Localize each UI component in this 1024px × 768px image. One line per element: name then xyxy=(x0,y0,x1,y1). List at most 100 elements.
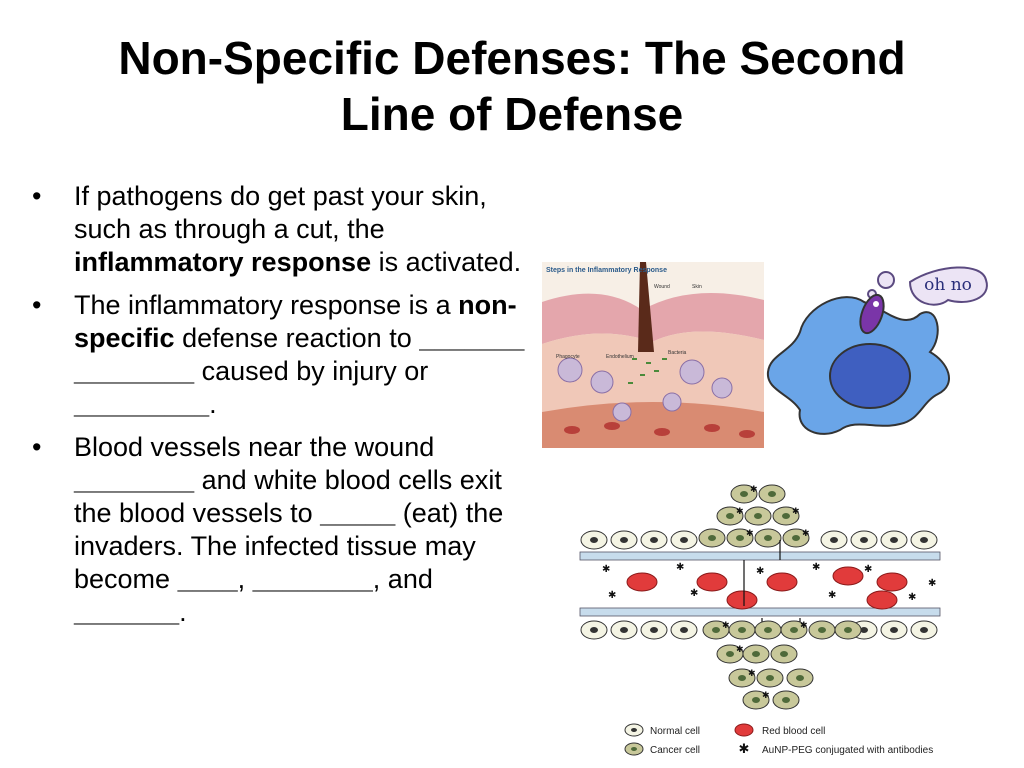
red-blood-cell xyxy=(696,572,728,592)
cell-nucleus xyxy=(890,537,898,543)
bullet-text: (eat) the invaders. The infected tissue … xyxy=(74,498,504,594)
vessel-cell-diagram: ✱✱✱✱✱✱✱✱✱✱✱✱✱✱✱✱✱✱✱✱ Normal cell Red blo… xyxy=(579,484,941,756)
bullet-emphasis: _____ xyxy=(320,498,396,528)
legend-marker-red-cell xyxy=(734,723,754,737)
cell-nucleus xyxy=(780,651,788,657)
title-line-2: Line of Defense xyxy=(340,88,684,140)
red-blood-cell xyxy=(766,572,798,592)
bullet-emphasis: ____ xyxy=(177,564,238,594)
bullet-dot: • xyxy=(32,181,42,211)
skin-layer xyxy=(542,292,764,344)
bullet-emphasis: ________ xyxy=(74,465,195,495)
red-blood-cell xyxy=(876,572,908,592)
cell-nucleus xyxy=(740,491,748,497)
cell-nucleus xyxy=(726,651,734,657)
cell-nucleus xyxy=(920,537,928,543)
legend-red-cell: Red blood cell xyxy=(762,726,825,737)
bullet-list: • If pathogens do get past your skin, suc… xyxy=(30,180,540,639)
nanoparticle: ✱ xyxy=(928,578,936,589)
cell-nucleus xyxy=(792,535,800,541)
red-blood-cell xyxy=(866,590,898,610)
bullet-text: , xyxy=(237,564,253,594)
bullet-text: and white blood cells exit the blood ves… xyxy=(74,465,502,528)
legend-nanoparticle: AuNP-PEG conjugated with antibodies xyxy=(762,745,933,756)
bullet-emphasis: _______ xyxy=(74,597,180,627)
blood-vessel-layer xyxy=(542,402,764,448)
legend-marker-normal-nucleus xyxy=(631,728,637,732)
nanoparticle: ✱ xyxy=(736,644,744,654)
nanoparticle: ✱ xyxy=(828,590,836,601)
cell-nucleus xyxy=(830,537,838,543)
phagocyte-nucleus xyxy=(829,343,911,409)
bullet-text: caused by injury or xyxy=(194,356,429,386)
nanoparticle: ✱ xyxy=(908,592,916,603)
cell-nucleus xyxy=(590,627,598,633)
bullet-item: • The inflammatory response is a non-spec… xyxy=(30,289,540,421)
cell-nucleus xyxy=(796,675,804,681)
cell-nucleus xyxy=(752,697,760,703)
cell-nucleus xyxy=(754,513,762,519)
bullet-text: If pathogens do get past your skin, such… xyxy=(74,181,487,244)
cell-nucleus xyxy=(766,675,774,681)
cell-nucleus xyxy=(590,537,598,543)
nanoparticle: ✱ xyxy=(802,528,810,538)
cell-nucleus xyxy=(712,627,720,633)
red-blood-cell xyxy=(726,590,758,610)
cell-nucleus xyxy=(650,627,658,633)
inflammation-cells xyxy=(557,357,733,422)
label-endothelium: Endothelium xyxy=(606,354,634,360)
nanoparticle: ✱ xyxy=(864,564,872,575)
bullet-text: defense reaction to xyxy=(174,323,420,353)
cell-nucleus xyxy=(650,537,658,543)
bullet-text: The inflammatory response is a xyxy=(74,290,459,320)
cell-nucleus xyxy=(768,491,776,497)
cell-nucleus xyxy=(752,651,760,657)
nanoparticle: ✱ xyxy=(736,506,744,516)
cell-nucleus xyxy=(708,535,716,541)
splinter xyxy=(638,262,654,352)
nanoparticle: ✱ xyxy=(608,590,616,601)
cell-nucleus xyxy=(764,535,772,541)
legend-marker-nanoparticle: ✱ xyxy=(739,741,750,756)
title-line-1: Non-Specific Defenses: The Second xyxy=(118,32,906,84)
bullet-text: . xyxy=(179,597,187,627)
speech-text: oh no xyxy=(924,275,972,295)
cell-nucleus xyxy=(782,513,790,519)
cell-nucleus xyxy=(860,537,868,543)
bullet-text: is activated. xyxy=(371,247,522,277)
bullet-text: Blood vessels near the wound xyxy=(74,432,435,462)
inflammation-illustration: Steps in the Inflammatory Response Wound… xyxy=(542,262,764,448)
bullet-text: , and xyxy=(372,564,433,594)
nanoparticle: ✱ xyxy=(748,668,756,678)
cell-nucleus xyxy=(860,627,868,633)
label-bacteria: Bacteria xyxy=(668,350,687,356)
thought-dot-large xyxy=(877,271,895,289)
bullet-emphasis: non-specific xyxy=(74,290,517,353)
bullet-emphasis: inflammatory response xyxy=(74,247,372,277)
bullet-emphasis: ________ xyxy=(252,564,373,594)
legend-normal-cell: Normal cell xyxy=(650,726,700,737)
cell-nucleus xyxy=(680,537,688,543)
cell-nucleus xyxy=(738,675,746,681)
label-skin: Skin xyxy=(692,284,702,290)
cell-nucleus xyxy=(726,513,734,519)
bullet-dot: • xyxy=(32,290,42,320)
cell-nucleus xyxy=(890,627,898,633)
nanoparticle: ✱ xyxy=(800,620,808,630)
cell-nucleus xyxy=(920,627,928,633)
bullet-emphasis: _______ ________ xyxy=(74,323,525,386)
nanoparticle: ✱ xyxy=(750,484,758,494)
label-phagocyte: Phagocyte xyxy=(556,354,580,360)
red-cells-in-vessel xyxy=(564,422,755,438)
nanoparticle: ✱ xyxy=(792,506,800,516)
slide-title: Non-Specific Defenses: The Second Line o… xyxy=(40,30,984,142)
nanoparticle: ✱ xyxy=(762,690,770,700)
nanoparticle: ✱ xyxy=(812,562,820,573)
cell-nucleus xyxy=(764,627,772,633)
vessel-wall-bottom xyxy=(579,607,941,617)
nanoparticle: ✱ xyxy=(676,562,684,573)
nanoparticle: ✱ xyxy=(756,566,764,577)
diagram-legend: Normal cell Red blood cell Cancer cell ✱… xyxy=(624,723,933,756)
cell-nucleus xyxy=(680,627,688,633)
nanoparticle: ✱ xyxy=(690,588,698,599)
